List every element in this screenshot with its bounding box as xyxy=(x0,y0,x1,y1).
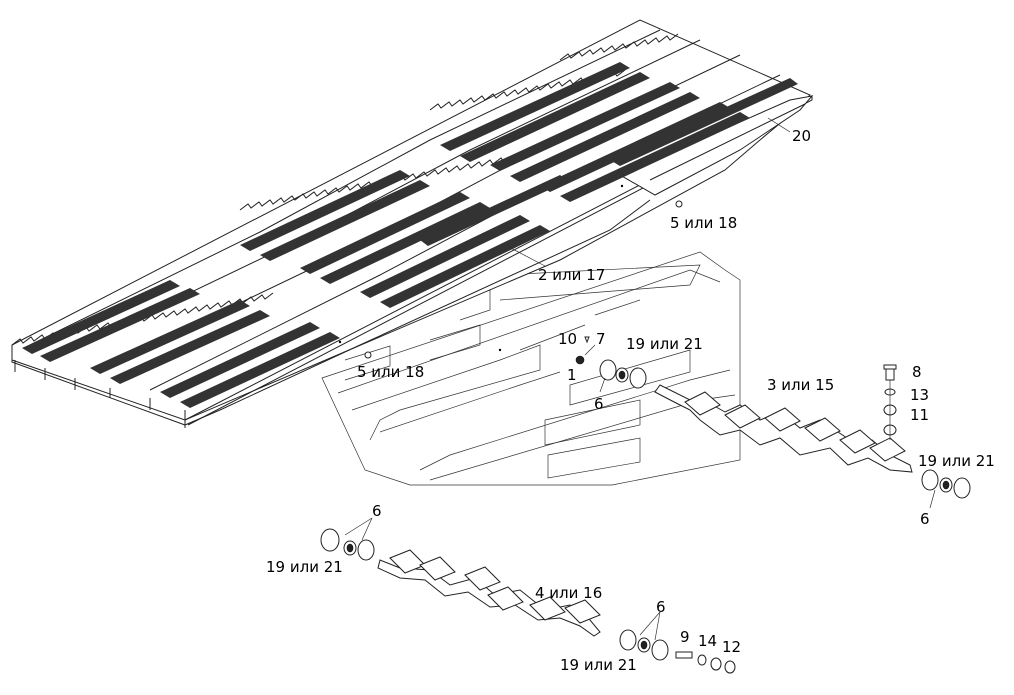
label-6-d: 6 xyxy=(656,598,666,616)
bearing-group-upper-right xyxy=(921,469,971,499)
label-2-or-17: 2 или 17 xyxy=(538,266,605,284)
label-9: 9 xyxy=(680,628,690,646)
leader-lines-top xyxy=(504,117,791,267)
bearing-group-lower-left xyxy=(320,528,375,561)
label-3-or-15: 3 или 15 xyxy=(767,376,834,394)
sieve-assembly-2-or-17 xyxy=(11,19,814,428)
label-12: 12 xyxy=(722,638,741,656)
callout-labels: 20 5 или 18 2 или 17 5 или 18 10 7 1 19 … xyxy=(266,127,995,674)
label-14: 14 xyxy=(698,632,717,650)
label-1: 1 xyxy=(567,366,577,384)
label-6-c: 6 xyxy=(372,502,382,520)
label-5-or-18-upper: 5 или 18 xyxy=(670,214,737,232)
leader-lines-bottom xyxy=(344,344,936,641)
fastener-stack-9-14-12 xyxy=(675,651,736,674)
label-19-or-21-b: 19 или 21 xyxy=(918,452,995,470)
label-6-b: 6 xyxy=(920,510,930,528)
fastener-5-lower-icon xyxy=(364,351,372,359)
label-20: 20 xyxy=(792,127,811,145)
label-7: 7 xyxy=(596,330,606,348)
label-8: 8 xyxy=(912,363,922,381)
shaft-4-or-16 xyxy=(377,549,601,637)
label-19-or-21-c: 19 или 21 xyxy=(266,558,343,576)
label-6-a: 6 xyxy=(594,395,604,413)
fastener-stack-8-13-11 xyxy=(883,364,897,440)
label-10: 10 xyxy=(558,330,577,348)
label-19-or-21-a: 19 или 21 xyxy=(626,335,703,353)
bearing-group-upper-left xyxy=(575,336,647,389)
label-5-or-18-lower: 5 или 18 xyxy=(357,363,424,381)
label-19-or-21-d: 19 или 21 xyxy=(560,656,637,674)
label-4-or-16: 4 или 16 xyxy=(535,584,602,602)
bearing-group-lower-right xyxy=(619,629,669,661)
label-13: 13 xyxy=(910,386,929,404)
fastener-5-upper-icon xyxy=(675,200,683,208)
shaft-3-or-15 xyxy=(654,384,913,473)
label-11: 11 xyxy=(910,406,929,424)
